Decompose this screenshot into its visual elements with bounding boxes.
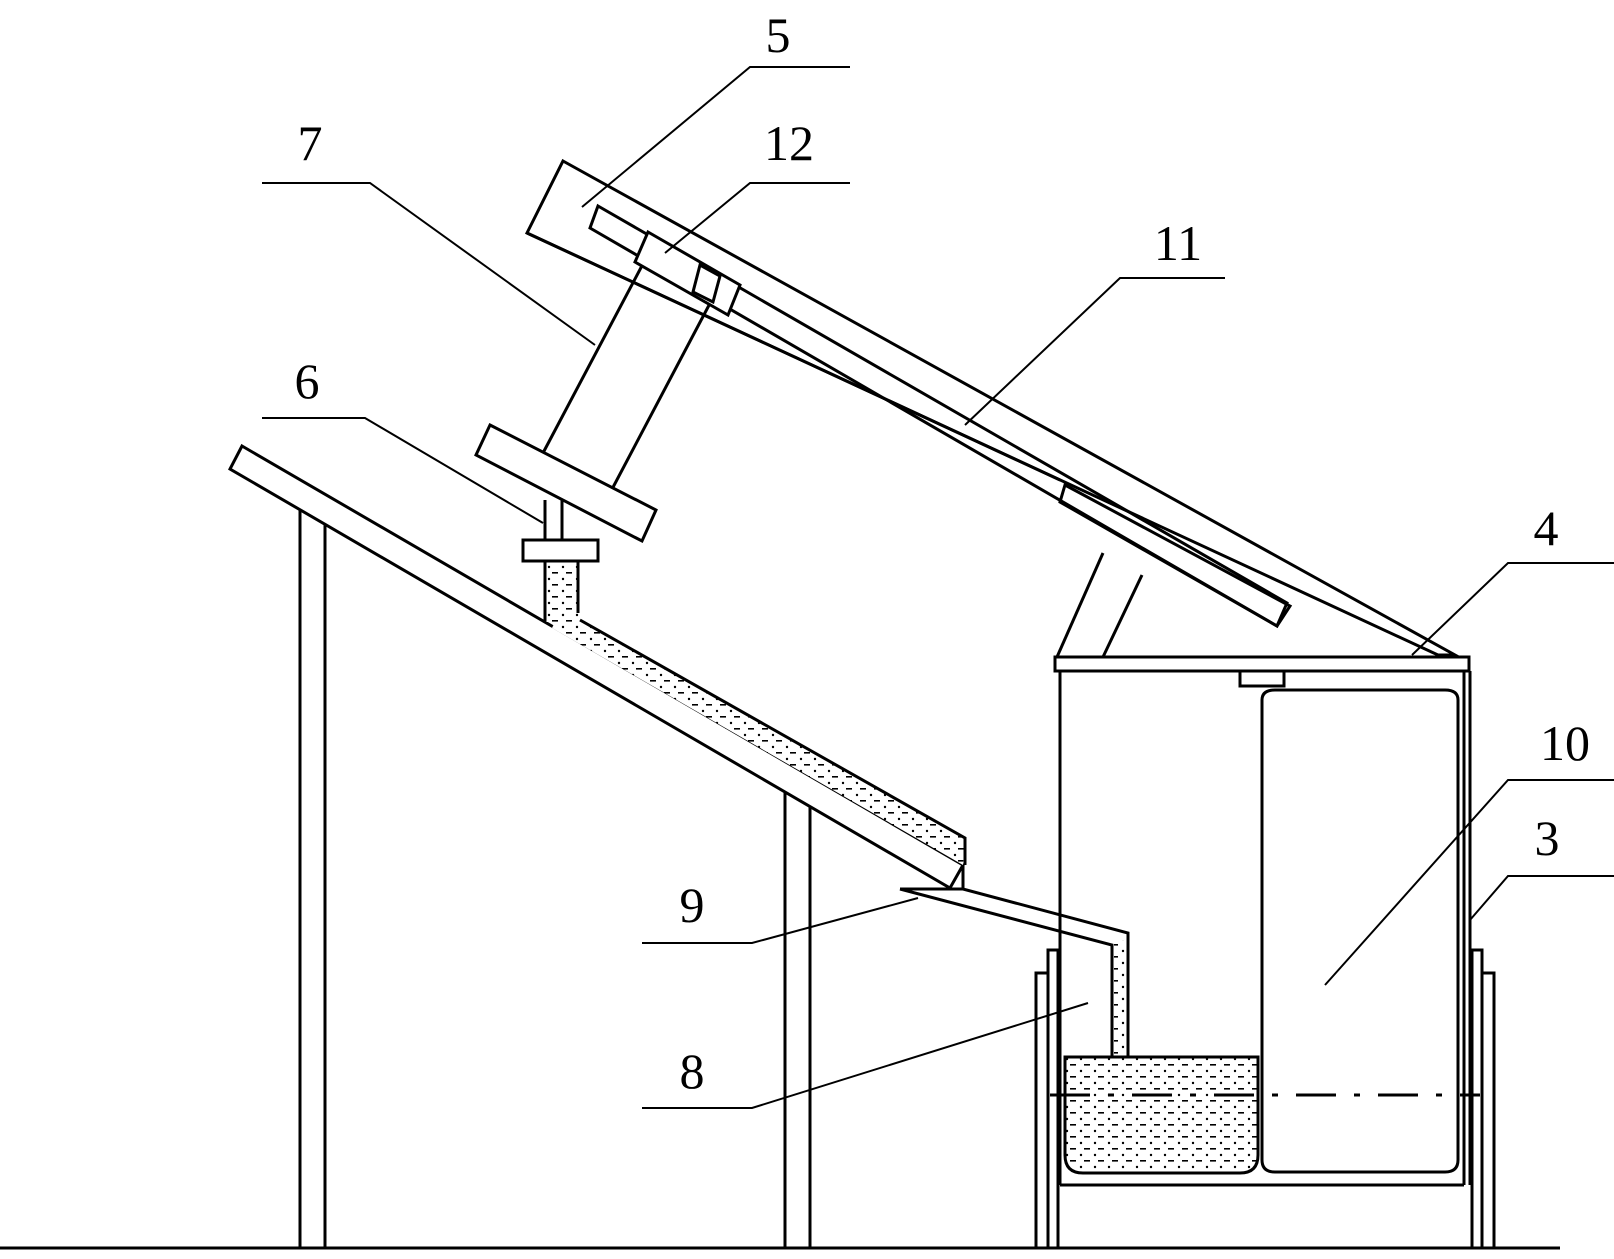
- inner-panel-11-back: [1058, 482, 1293, 629]
- leader-lines: [262, 66, 1614, 1109]
- label-9: 9: [680, 877, 705, 933]
- label-3: 3: [1535, 810, 1560, 866]
- left-rail: [1034, 948, 1060, 1250]
- left-post: [298, 500, 327, 1248]
- channel-wall: [579, 618, 967, 865]
- riser-tube: [545, 560, 578, 622]
- label-12: 12: [764, 115, 814, 171]
- top-plate-joint: [1238, 669, 1286, 688]
- riser-cap: [521, 538, 600, 563]
- strut: [1055, 552, 1144, 658]
- inner-tank-10: [1260, 688, 1460, 1174]
- liquid-channel: [552, 612, 965, 865]
- support-arm-7: [474, 259, 719, 544]
- label-7: 7: [298, 115, 323, 171]
- liquid-container-8: [1065, 1057, 1258, 1173]
- label-11: 11: [1154, 215, 1202, 271]
- right-rail: [1470, 948, 1496, 1250]
- cabinet-3: [1058, 671, 1472, 1187]
- label-4: 4: [1534, 500, 1559, 556]
- clamp-12: [633, 229, 742, 318]
- label-8: 8: [680, 1043, 705, 1099]
- middle-post: [783, 787, 812, 1248]
- label-6: 6: [295, 353, 320, 409]
- label-10: 10: [1540, 715, 1590, 771]
- upper-plate-5: [524, 158, 1461, 657]
- label-5: 5: [766, 7, 791, 63]
- top-plate-4: [1053, 655, 1471, 673]
- drain-pipe-9: [899, 865, 1130, 1057]
